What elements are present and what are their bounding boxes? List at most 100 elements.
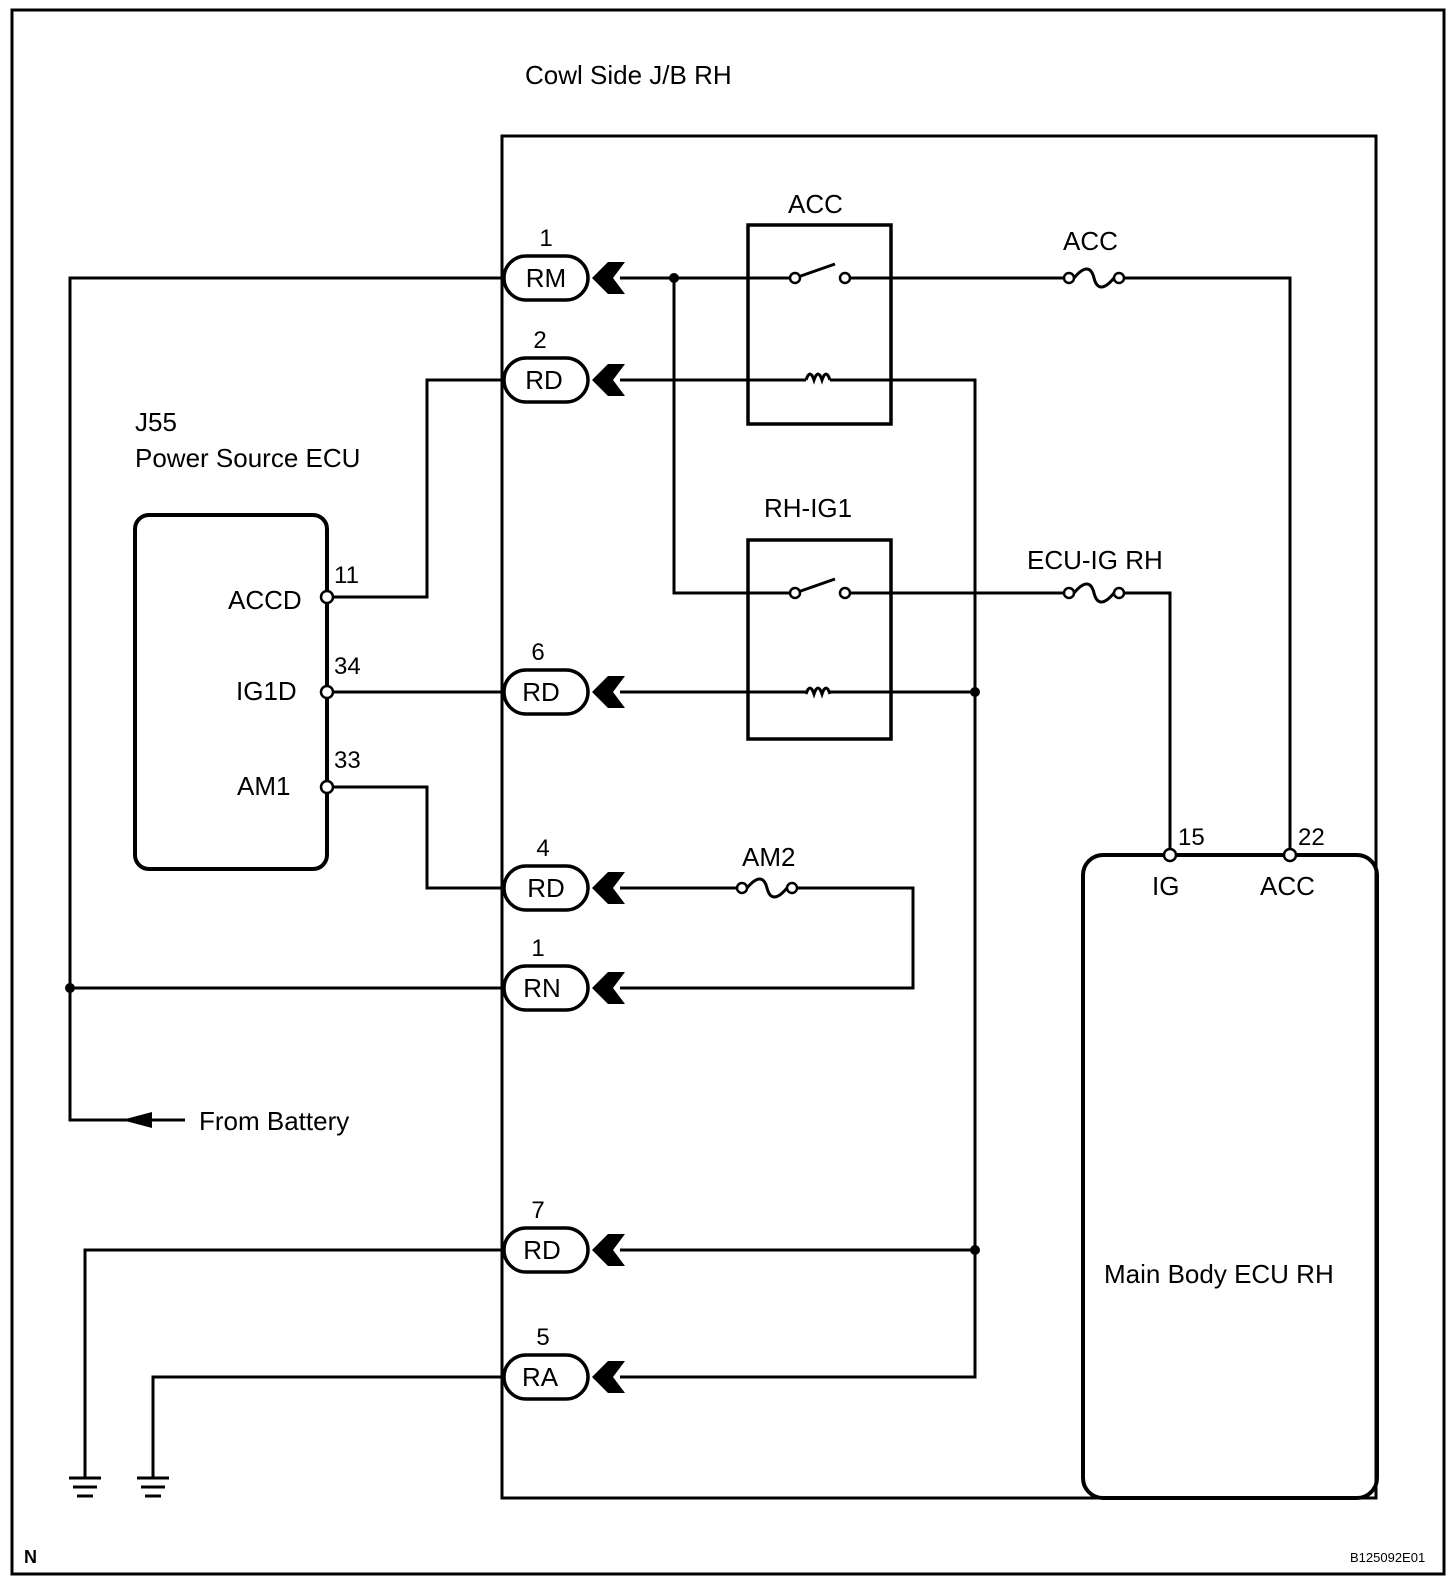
power-ecu-name: Power Source ECU	[135, 443, 360, 473]
connector-arrow-icon	[592, 364, 625, 396]
acc-switch-contact	[838, 271, 852, 285]
pin-label-ig1d: IG1D	[236, 676, 297, 706]
figure-code: B125092E01	[1350, 1550, 1425, 1565]
wire-ground-2	[151, 1375, 507, 1478]
junction-dot	[65, 983, 75, 993]
connector-label: RD	[523, 1235, 561, 1265]
fuse-label-acc: ACC	[1063, 226, 1118, 256]
connector-label: RN	[523, 973, 561, 1003]
pin-num-33: 33	[334, 747, 361, 774]
rh-ig1-switch-contact	[788, 586, 802, 600]
connector-label: RD	[527, 873, 565, 903]
acc-relay-coil	[804, 372, 832, 385]
rh-ig1-relay-coil	[804, 686, 832, 699]
main-body-ecu-name: Main Body ECU RH	[1104, 1259, 1334, 1289]
connector-label: RD	[525, 365, 563, 395]
fuse-acc-terminal	[1062, 271, 1076, 285]
fuse-ecu-ig-terminal	[1062, 586, 1076, 600]
connector-number: 5	[536, 1324, 549, 1351]
connector-arrow-icon	[592, 1361, 625, 1393]
power-ecu-box	[133, 513, 329, 871]
connector-number: 1	[539, 225, 552, 252]
connector-rd-4: RD 4	[502, 835, 625, 912]
connector-ra: RA 5	[502, 1324, 625, 1401]
fuse-ecu-ig-icon	[1072, 582, 1116, 604]
connector-arrow-icon	[592, 972, 625, 1004]
fuse-am2-terminal	[735, 881, 749, 895]
connector-arrow-icon	[592, 872, 625, 904]
connector-number: 7	[531, 1197, 544, 1224]
pin-terminal-accd	[319, 589, 335, 605]
fuse-am2-terminal	[785, 881, 799, 895]
ground-icon	[137, 1476, 169, 1498]
pin-num-11: 11	[334, 562, 359, 589]
wire-accd	[332, 378, 507, 599]
connector-label: RA	[522, 1362, 559, 1392]
acc-relay-switch	[794, 262, 836, 280]
battery-label: From Battery	[199, 1106, 349, 1136]
wire-am2-loop	[620, 886, 915, 990]
pin-terminal-ig1d	[319, 684, 335, 700]
connector-arrow-icon	[592, 1234, 625, 1266]
connector-number: 6	[531, 639, 544, 666]
body-pin-label-acc: ACC	[1260, 871, 1315, 901]
battery-arrow-icon	[122, 1112, 152, 1128]
connector-arrow-icon	[592, 262, 625, 294]
outer-frame	[10, 8, 1446, 1576]
ground-icon	[69, 1476, 101, 1498]
fuse-acc-terminal	[1112, 271, 1126, 285]
connector-pill	[502, 1353, 590, 1401]
connector-pill	[502, 964, 590, 1012]
connector-label: RD	[522, 677, 560, 707]
junction-dot	[669, 273, 679, 283]
wire-rm-to-rh-ig1	[672, 278, 790, 595]
connector-pill	[502, 668, 590, 716]
body-pin-num-15: 15	[1178, 824, 1205, 851]
junction-block-title: Cowl Side J/B RH	[525, 60, 732, 90]
body-pin-label-ig: IG	[1152, 871, 1179, 901]
acc-switch-contact	[788, 271, 802, 285]
pin-label-accd: ACCD	[228, 585, 302, 615]
fuse-ecu-ig-terminal	[1112, 586, 1126, 600]
connector-pill	[502, 254, 590, 302]
pin-terminal-am1	[319, 779, 335, 795]
connector-rn: RN 1	[502, 935, 625, 1012]
body-pin-num-22: 22	[1298, 824, 1325, 851]
wire-ecu-ig-fuse-to-ecu	[1124, 591, 1172, 850]
power-ecu-id: J55	[135, 407, 177, 437]
acc-relay-label: ACC	[788, 189, 843, 219]
fuse-label-ecu-ig-rh: ECU-IG RH	[1027, 545, 1163, 575]
connector-pill	[502, 356, 590, 404]
rh-ig1-relay-switch	[794, 577, 836, 595]
acc-relay-box	[746, 223, 893, 426]
connector-rd-6: RD 6	[502, 639, 625, 716]
connector-rm: RM 1	[502, 225, 625, 302]
body-pin-terminal-acc	[1282, 847, 1298, 863]
junction-dot	[970, 687, 980, 697]
connector-arrow-icon	[592, 676, 625, 708]
pin-num-34: 34	[334, 653, 361, 680]
connector-number: 1	[531, 935, 544, 962]
main-body-ecu-box	[1081, 853, 1379, 1500]
rh-ig1-relay-box	[746, 538, 893, 741]
wire-coil-return	[620, 378, 977, 1379]
fuse-acc-icon	[1072, 267, 1116, 289]
junction-dot	[970, 1245, 980, 1255]
rh-ig1-switch-contact	[838, 586, 852, 600]
body-pin-terminal-ig	[1162, 847, 1178, 863]
connector-rd-2: RD 2	[502, 327, 625, 404]
connector-rd-7: RD 7	[502, 1197, 625, 1274]
wires	[68, 276, 1292, 1478]
wire-am1	[332, 785, 507, 890]
fuse-label-am2: AM2	[742, 842, 795, 872]
connector-pill	[502, 1226, 590, 1274]
wire-ground-1	[83, 1248, 507, 1478]
rh-ig1-relay-label: RH-IG1	[764, 493, 852, 523]
wire-acc-fuse-to-ecu	[1124, 276, 1292, 850]
fuse-am2-icon	[745, 877, 789, 899]
junction-block-box	[500, 134, 1378, 1500]
connector-number: 4	[536, 835, 549, 862]
connector-label: RM	[526, 263, 566, 293]
connector-pill	[502, 864, 590, 912]
